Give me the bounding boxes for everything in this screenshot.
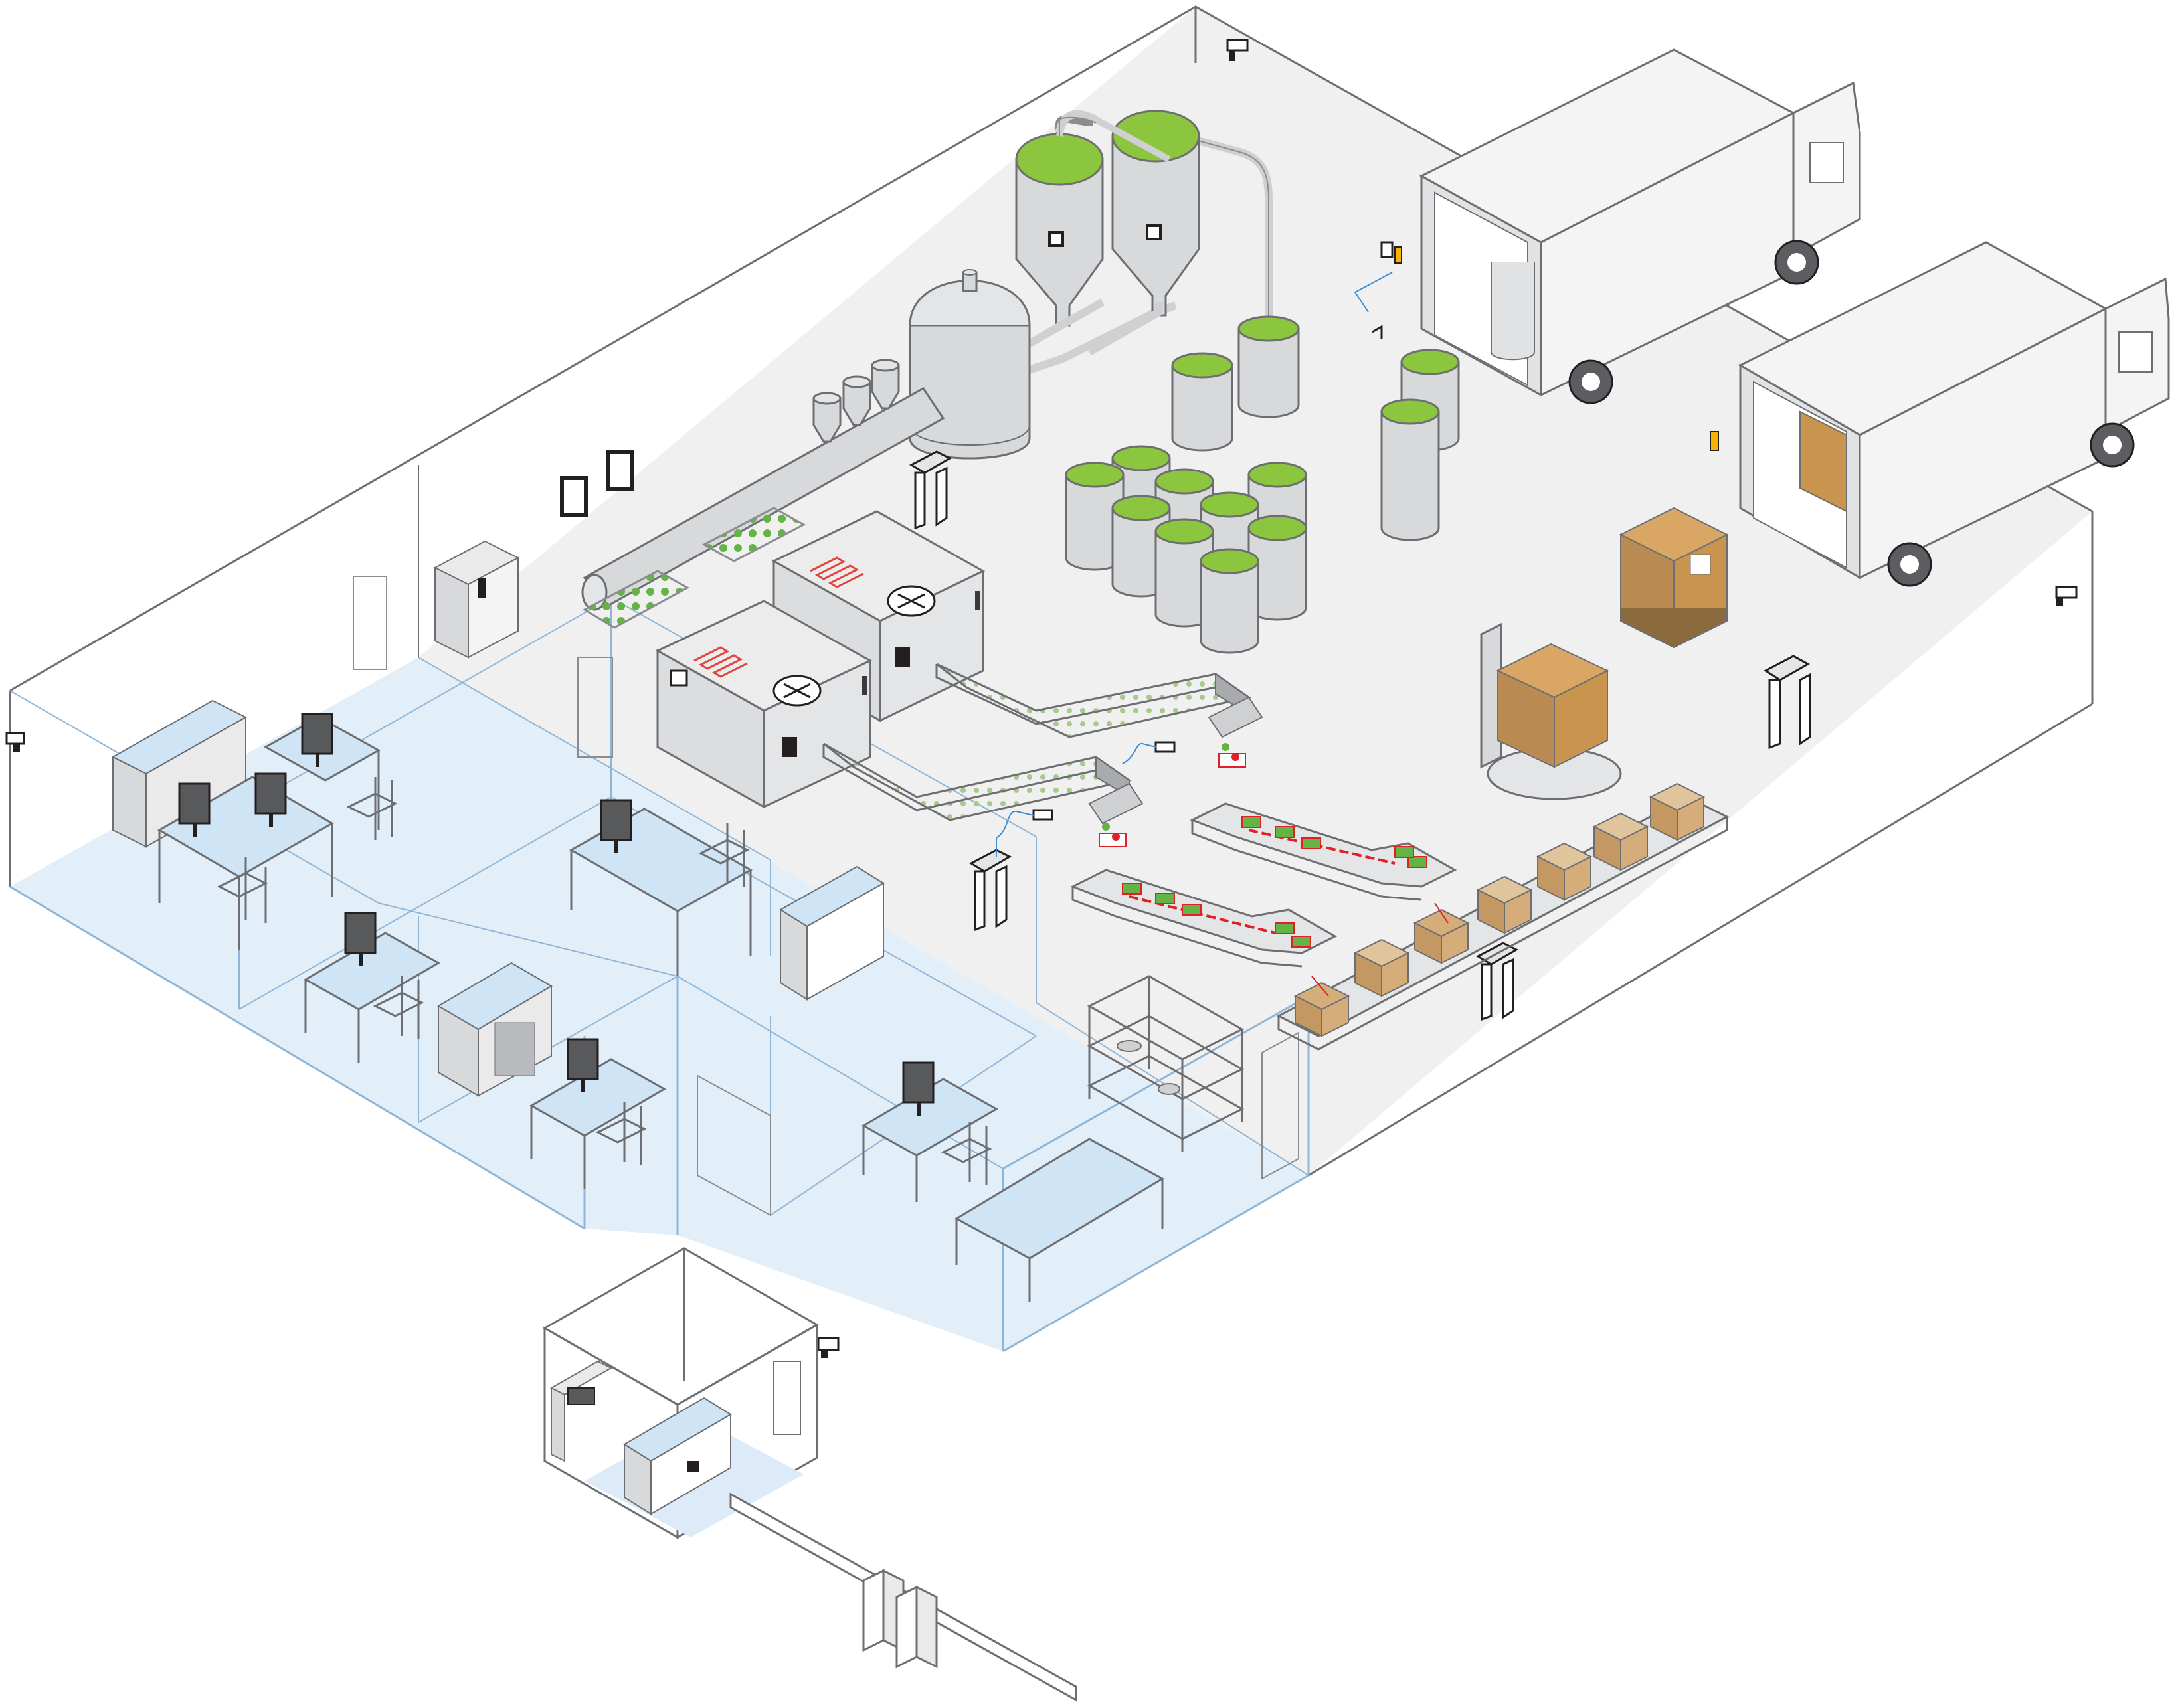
supply-rack	[437, 962, 553, 1097]
monitor-icon[interactable]	[902, 1061, 935, 1116]
monitor-icon[interactable]	[344, 912, 377, 966]
camera-icon	[1032, 809, 1053, 821]
gatehouse	[542, 1247, 820, 1539]
office-double-door[interactable]	[697, 1074, 771, 1217]
open-box-with-product	[1413, 902, 1470, 964]
office-chair	[373, 976, 424, 1039]
gate-counter	[623, 1397, 732, 1515]
mixing-tank	[909, 269, 1031, 460]
delivery-truck	[1419, 48, 1861, 404]
office-chair	[941, 1122, 992, 1185]
closed-box	[1476, 875, 1533, 934]
closed-box	[1592, 812, 1649, 871]
wall-window	[606, 450, 634, 491]
wall-window	[560, 476, 588, 517]
pallet-stack	[1619, 507, 1729, 649]
office-chair	[698, 823, 750, 887]
electrical-cabinet[interactable]	[433, 540, 520, 659]
delivery-truck	[1738, 241, 2170, 587]
warehouse-door[interactable]	[1261, 1031, 1299, 1180]
office-desk	[157, 776, 334, 950]
fan-icon	[887, 585, 936, 617]
gate-control-panel[interactable]	[549, 1360, 613, 1462]
closed-box	[1649, 782, 1706, 841]
camera-icon	[2055, 586, 2078, 606]
camera-icon	[5, 732, 25, 752]
forklift-pallet	[1480, 622, 1622, 800]
badge-reader-icon[interactable]	[1710, 431, 1719, 451]
open-box-with-product	[1293, 976, 1350, 1037]
gatehouse-door[interactable]	[773, 1361, 801, 1435]
oven-machine	[655, 600, 873, 809]
tall-silo	[1015, 133, 1104, 327]
storage-tank	[1237, 315, 1300, 418]
office-chair	[595, 1102, 647, 1165]
kiosk-icon[interactable]	[909, 450, 952, 530]
office-cabinet	[779, 865, 885, 1001]
kiosk-icon[interactable]	[1764, 655, 1811, 750]
monitor-icon[interactable]	[600, 799, 632, 853]
office-table	[954, 1138, 1165, 1302]
barrier-gate-icon[interactable]	[729, 1492, 1077, 1702]
storage-tank	[1171, 352, 1233, 452]
office-chair	[217, 857, 268, 923]
camera-icon	[1154, 741, 1176, 753]
locker-unit	[111, 699, 248, 848]
ingredient-hoppers	[812, 359, 900, 443]
kiosk-icon[interactable]	[968, 849, 1012, 932]
office-desk	[861, 1078, 999, 1202]
badge-reader-icon[interactable]	[1380, 241, 1402, 264]
monitor-icon[interactable]	[178, 782, 211, 837]
closed-box	[1353, 938, 1410, 997]
tall-silo	[1111, 110, 1200, 317]
office-chair	[346, 777, 398, 840]
inspection-stations	[996, 696, 1263, 857]
box-conveyor	[1276, 782, 1730, 1051]
sorting-conveyors	[1070, 802, 1457, 968]
closed-box	[1536, 842, 1593, 901]
monitor-icon[interactable]	[567, 1038, 599, 1092]
camera-icon	[1226, 39, 1249, 61]
office-floor	[10, 657, 1309, 1351]
storage-shelving	[1087, 975, 1245, 1152]
monitor-icon[interactable]	[301, 713, 333, 767]
office-area	[111, 540, 1165, 1302]
storage-tank	[1380, 398, 1440, 541]
camera-icon	[817, 1337, 840, 1358]
factory-door[interactable]	[577, 657, 613, 758]
storage-tank	[1154, 518, 1214, 628]
storage-tanks	[1065, 315, 1460, 654]
office-door[interactable]	[353, 576, 387, 670]
storage-tank	[1200, 548, 1259, 654]
storage-tank	[1065, 462, 1125, 571]
conveyor-lines	[582, 507, 1251, 821]
monitor-icon[interactable]	[254, 772, 287, 827]
fan-icon	[772, 675, 822, 707]
raw-material-silos	[1015, 110, 1273, 376]
